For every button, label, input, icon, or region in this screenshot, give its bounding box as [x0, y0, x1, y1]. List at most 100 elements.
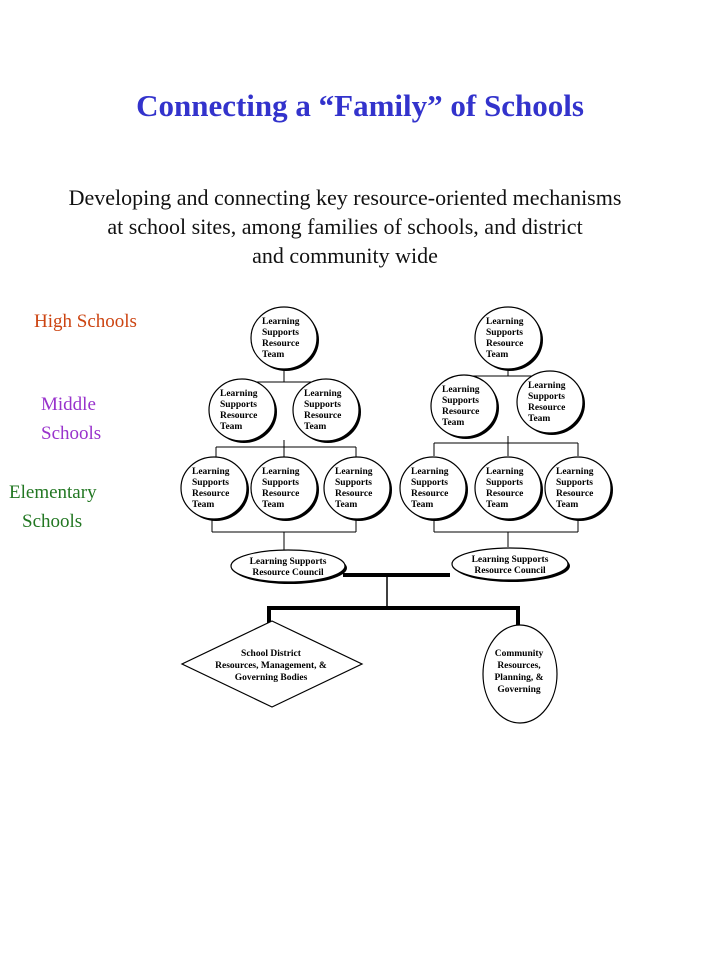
node-label-line: Supports	[486, 328, 523, 338]
node-label-line: Resource	[192, 489, 229, 499]
node-label-line: Learning	[304, 389, 342, 399]
node-label-line: Supports	[411, 478, 448, 488]
node-label-line: Planning, &	[494, 673, 543, 683]
node-label-line: Supports	[442, 396, 479, 406]
node-label-line: Resource	[528, 403, 565, 413]
node-label-line: Supports	[556, 478, 593, 488]
node-outline	[474, 306, 542, 370]
node-outline	[208, 378, 276, 442]
node-label-line: Learning	[411, 467, 449, 477]
node-outline	[516, 370, 584, 434]
node-label-line: Supports	[220, 400, 257, 410]
node-label-line: Learning	[220, 389, 258, 399]
node-label-line: Team	[442, 418, 464, 428]
level-label-elementary-schools: Elementary Schools	[9, 478, 97, 536]
level-label-line: Schools	[41, 423, 102, 444]
node-label-line: Supports	[335, 478, 372, 488]
node-label-line: Resource	[262, 339, 299, 349]
subtitle-line: and community wide	[252, 243, 438, 268]
level-label-middle-schools: Middle Schools	[41, 390, 101, 448]
node-label-line: Community	[495, 649, 544, 659]
node-label-line: Learning	[556, 467, 594, 477]
node-label-line: Learning	[486, 317, 524, 327]
node-label-line: Resource	[442, 407, 479, 417]
node-outline	[474, 456, 542, 520]
node-label-line: Team	[304, 422, 326, 432]
node-label-line: Learning	[262, 317, 300, 327]
level-label-line: Elementary	[9, 482, 97, 503]
node-label-line: Learning	[486, 467, 524, 477]
node-label-line: Team	[262, 500, 284, 510]
node-label-line: Team	[262, 350, 284, 360]
node-label-line: Team	[486, 350, 508, 360]
node-label-line: School District	[241, 649, 302, 659]
level-label-line: High Schools	[34, 311, 137, 332]
node-label-line: Resource	[335, 489, 372, 499]
node-label-line: Learning	[192, 467, 230, 477]
node-label-line: Team	[486, 500, 508, 510]
node-label-line: Resource	[486, 339, 523, 349]
node-label-line: Resource	[304, 411, 341, 421]
level-label-high-schools: High Schools	[34, 307, 137, 336]
node-label-line: Governing Bodies	[235, 673, 308, 683]
node-label-line: Learning	[528, 381, 566, 391]
node-outline	[250, 456, 318, 520]
node-label-line: Resource Council	[252, 568, 324, 578]
node-label-line: Governing	[497, 685, 541, 695]
node-label-line: Supports	[262, 328, 299, 338]
node-label-line: Resource Council	[474, 566, 546, 576]
node-outline	[451, 547, 569, 581]
level-label-line: Schools	[22, 511, 83, 532]
node-outline	[399, 456, 467, 520]
node-label-line: Team	[335, 500, 357, 510]
node-outline	[482, 624, 558, 724]
page-title: Connecting a “Family” of Schools	[136, 88, 584, 123]
node-outline	[180, 620, 364, 708]
node-label-line: Team	[192, 500, 214, 510]
node-label-line: Resource	[262, 489, 299, 499]
node-label-line: Team	[556, 500, 578, 510]
node-label-line: Resource	[220, 411, 257, 421]
node-outline	[292, 378, 360, 442]
node-label-line: Resource	[556, 489, 593, 499]
node-label-line: Supports	[262, 478, 299, 488]
level-label-line: Middle	[41, 394, 96, 415]
node-label-line: Learning	[335, 467, 373, 477]
node-outline	[180, 456, 248, 520]
subtitle-line: Developing and connecting key resource-o…	[68, 185, 622, 210]
node-label-line: Resource	[411, 489, 448, 499]
node-label-line: Learning	[262, 467, 300, 477]
node-label-line: Team	[528, 414, 550, 424]
node-label-line: Team	[220, 422, 242, 432]
node-label-line: Supports	[304, 400, 341, 410]
node-outline	[323, 456, 391, 520]
node-outline	[544, 456, 612, 520]
node-label-line: Learning Supports	[250, 557, 327, 567]
node-outline	[430, 374, 498, 438]
node-label-line: Supports	[528, 392, 565, 402]
node-label-line: Team	[411, 500, 433, 510]
node-label-line: Resource	[486, 489, 523, 499]
node-outline	[250, 306, 318, 370]
node-label-line: Learning	[442, 385, 480, 395]
subtitle-line: at school sites, among families of schoo…	[107, 214, 583, 239]
node-label-line: Resources, Management, &	[215, 661, 327, 671]
node-label-line: Resources,	[497, 661, 541, 671]
subtitle: Developing and connecting key resource-o…	[0, 183, 690, 270]
node-label-line: Learning Supports	[472, 555, 549, 565]
